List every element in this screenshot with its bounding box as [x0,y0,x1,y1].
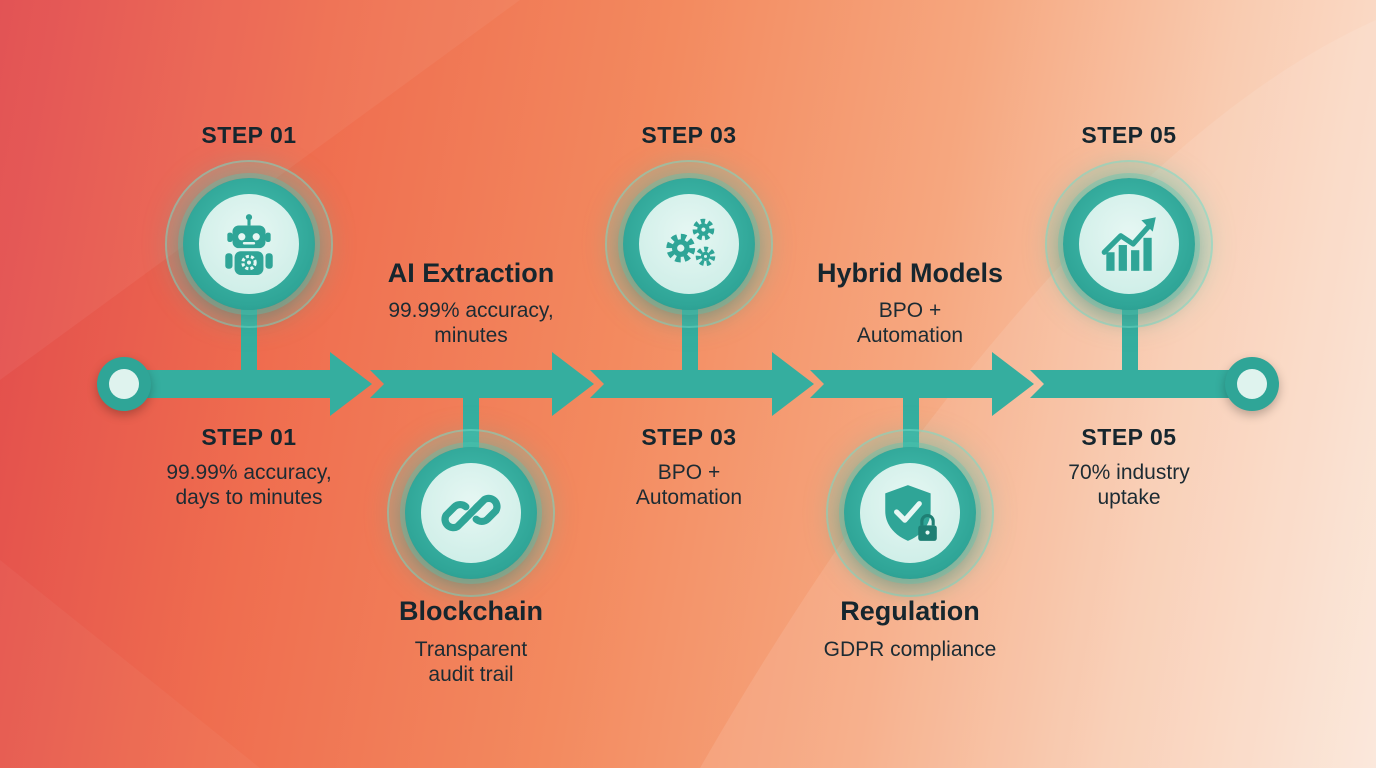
step-3-description-line-1: BPO + [657,461,721,484]
arrow-segment-4 [810,352,1034,416]
step-4-upper-title: Hybrid Models [816,258,1004,288]
timeline-end-cap [1225,357,1279,411]
step-3-bottom-label: STEP 03 [641,424,737,450]
step-2-description-line-2: audit trail [428,663,514,686]
step-4-medallion [844,447,976,579]
step-2-halo [387,429,555,597]
step-1-bottom-label: STEP 01 [201,424,297,450]
step-5-description-line-2: uptake [1097,486,1161,509]
step-3-description-line-2: Automation [635,486,743,509]
step-4-upper-description-line-1: BPO + [878,299,942,322]
growth-chart-icon [1101,217,1156,271]
step-2-description-line-1: Transparent [414,638,528,661]
arrow-segment-2 [370,352,594,416]
step-4-description-line-1: GDPR compliance [823,638,997,661]
chain-link-icon [441,494,501,532]
step-2-upper-description-line-1: 99.99% accuracy, [388,299,554,322]
step-2-upper-title: AI Extraction [387,258,555,288]
step-1-description-line-2: days to minutes [175,486,323,509]
step-2-medallion [405,447,537,579]
step-5-description-line-1: 70% industry [1068,461,1190,484]
step-2-upper-description-line-2: minutes [434,324,508,347]
step-4-upper-description-line-2: Automation [856,324,964,347]
step-5-top-label: STEP 05 [1081,122,1177,148]
shield-lock-icon [885,485,937,541]
timeline-start-cap [97,357,151,411]
step-1-top-label: STEP 01 [201,122,297,148]
step-1-description-line-1: 99.99% accuracy, [166,461,332,484]
step-1-medallion [183,178,315,310]
arrow-segment-3 [590,352,814,416]
step-1-halo [165,160,333,328]
step-3-top-label: STEP 03 [641,122,737,148]
step-5-bottom-label: STEP 05 [1081,424,1177,450]
step-5-halo [1045,160,1213,328]
step-3-halo [605,160,773,328]
arrow-segment-1 [125,352,372,416]
step-5-medallion [1063,178,1195,310]
step-4-title: Regulation [840,596,980,626]
step-4-halo [826,429,994,597]
gears-icon [666,218,716,267]
arrow-segment-5 [1030,370,1252,398]
step-3-medallion [623,178,755,310]
step-2-title: Blockchain [398,596,544,626]
robot-icon [225,214,273,275]
